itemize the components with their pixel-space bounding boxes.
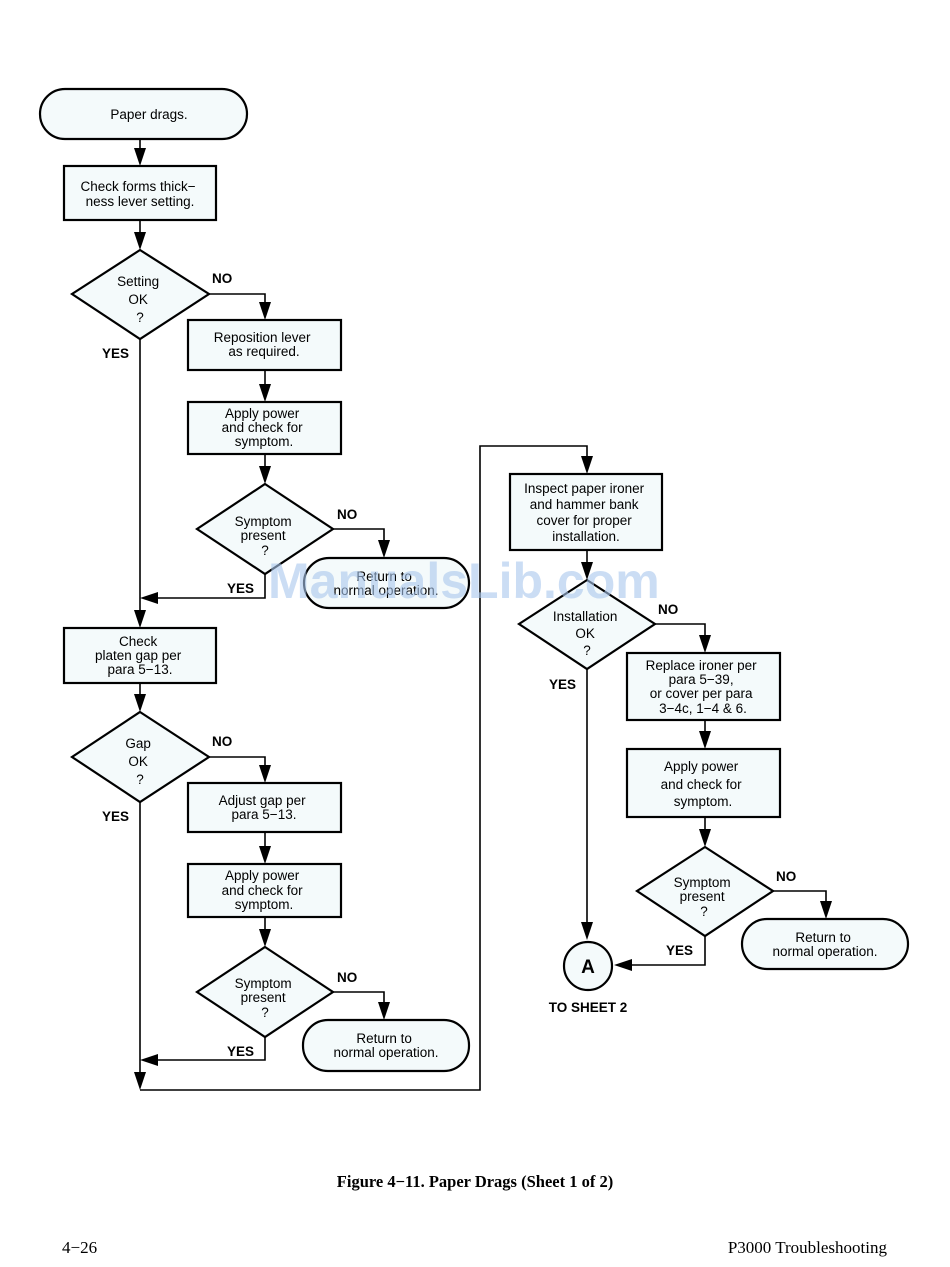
no-label: NO: [337, 970, 357, 985]
svg-text:Gap OK ?: Gap OK ?: [125, 736, 154, 787]
decision-symptom-1: Symptom present ? NO YES: [195, 482, 357, 596]
watermark: ManualsLib.com: [268, 553, 660, 609]
node-apply-power-2: Apply power and check for symptom.: [186, 862, 343, 919]
figure-caption: Figure 4−11. Paper Drags (Sheet 1 of 2): [336, 1172, 614, 1191]
connector-lines: [139, 139, 827, 1091]
no-label: NO: [337, 507, 357, 522]
decision-symptom-2: Symptom present ? NO YES: [195, 945, 357, 1059]
svg-text:Adjust gap per para 5−13: Adjust gap per para 5−13.: [219, 793, 310, 822]
svg-text:Installation OK ?: Installation OK ?: [553, 609, 621, 658]
node-start: Paper drags.: [38, 87, 249, 141]
yes-label: YES: [227, 581, 254, 596]
yes-label: YES: [666, 943, 693, 958]
svg-text:Apply power and check fo: Apply power and check for symptom.: [661, 759, 746, 809]
svg-text:Inspect paper ironer and: Inspect paper ironer and hammer bank cov…: [524, 481, 648, 544]
svg-text:Return to normal operati: Return to normal operation.: [333, 1031, 438, 1060]
to-sheet-2-label: TO SHEET 2: [549, 1000, 628, 1015]
node-return-2: Return to normal operation.: [301, 1018, 471, 1073]
svg-text:Reposition lever as requ: Reposition lever as required.: [214, 330, 315, 359]
decision-symptom-3: Symptom present ? NO YES: [634, 845, 796, 958]
decision-setting-ok: Setting OK ? NO YES: [69, 248, 232, 361]
page-number: 4−26: [62, 1238, 98, 1257]
node-check-forms: Check forms thick− ness lever setting.: [62, 164, 218, 222]
svg-text:Apply power and check fo: Apply power and check for symptom.: [222, 868, 307, 912]
yes-label: YES: [549, 677, 576, 692]
svg-text:Check platen gap per: Check platen gap per para 5−13.: [95, 634, 185, 677]
svg-text:Symptom present ?: Symptom present ?: [674, 875, 735, 919]
decision-gap-ok: Gap OK ? NO YES: [70, 710, 232, 824]
no-label: NO: [212, 734, 232, 749]
section-title: P3000 Troubleshooting: [727, 1238, 887, 1257]
yes-label: YES: [227, 1044, 254, 1059]
no-label: NO: [212, 271, 232, 286]
connector-a: A TO SHEET 2: [549, 940, 628, 1015]
yes-label: YES: [102, 346, 129, 361]
node-replace: Replace ironer per para 5−39, or cover p…: [625, 651, 782, 722]
svg-text:Symptom present ?: Symptom present ?: [235, 514, 296, 558]
node-inspect: Inspect paper ironer and hammer bank cov…: [508, 472, 664, 552]
svg-text:Symptom present ?: Symptom present ?: [235, 976, 296, 1020]
svg-text:Check forms thick− ness: Check forms thick− ness lever setting.: [81, 179, 200, 209]
no-label: NO: [776, 869, 796, 884]
svg-text:Setting OK ?: Setting OK ?: [117, 274, 163, 325]
decision-installation-ok: Installation OK ? NO YES: [516, 578, 678, 692]
no-label: NO: [658, 602, 678, 617]
svg-text:Replace ironer per para: Replace ironer per para 5−39, or cover p…: [646, 658, 761, 716]
node-adjust-gap: Adjust gap per para 5−13.: [186, 781, 343, 834]
node-return-3: Return to normal operation.: [740, 917, 910, 971]
yes-label: YES: [102, 809, 129, 824]
node-reposition: Reposition lever as required.: [186, 318, 343, 372]
arrowheads: [134, 148, 832, 1090]
svg-text:Apply power and check fo: Apply power and check for symptom.: [222, 406, 307, 449]
node-apply-power-3: Apply power and check for symptom.: [625, 747, 782, 819]
svg-text:A: A: [581, 957, 595, 978]
node-check-platen: Check platen gap per para 5−13.: [62, 626, 218, 685]
svg-text:Paper drags.: Paper drags.: [110, 107, 187, 122]
node-return-1: Return to normal operation.: [302, 556, 471, 610]
node-apply-power-1: Apply power and check for symptom.: [186, 400, 343, 456]
svg-text:Return to normal operati: Return to normal operation.: [333, 569, 438, 598]
svg-text:Return to normal operati: Return to normal operation.: [772, 930, 877, 959]
